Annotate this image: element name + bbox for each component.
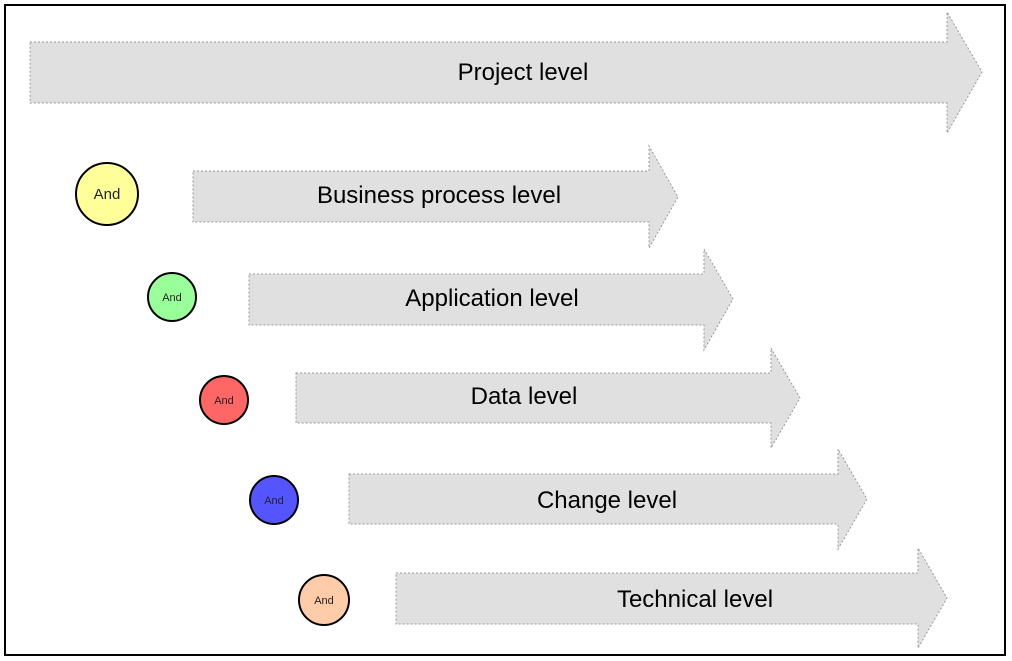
- arrow-shape: [29, 10, 983, 135]
- and-connector-change: And: [249, 475, 299, 525]
- arrow-label: Application level: [405, 285, 578, 312]
- arrow-shape: [192, 144, 679, 250]
- and-connector-circle: [147, 272, 197, 322]
- and-connector-business: And: [75, 162, 139, 226]
- arrow-label: Technical level: [617, 586, 773, 613]
- arrow-change-level: Change level: [348, 447, 868, 551]
- arrow-label: Change level: [537, 487, 677, 514]
- arrow-label: Project level: [458, 59, 589, 86]
- arrow-shape: [248, 247, 734, 352]
- and-connector-label: And: [264, 495, 284, 507]
- arrow-technical-level: Technical level: [395, 546, 948, 650]
- and-connector-circle: [298, 574, 350, 626]
- and-connector-label: And: [94, 186, 121, 203]
- and-connector-application: And: [147, 272, 197, 322]
- arrow-project-level: Project level: [29, 10, 983, 135]
- arrow-shape: [348, 447, 868, 551]
- and-connector-label: And: [214, 395, 234, 407]
- arrow-shape: [295, 346, 801, 450]
- and-connector-label: And: [162, 292, 182, 304]
- and-connector-circle: [249, 475, 299, 525]
- and-connector-data: And: [199, 375, 249, 425]
- diagram-frame: [4, 4, 1006, 656]
- arrow-application-level: Application level: [248, 247, 734, 352]
- arrow-shape: [395, 546, 948, 650]
- arrow-label: Data level: [471, 383, 578, 410]
- arrow-label: Business process level: [317, 182, 561, 209]
- arrow-data-level: Data level: [295, 346, 801, 450]
- and-connector-circle: [199, 375, 249, 425]
- and-connector-circle: [75, 162, 139, 226]
- arrow-business-process-level: Business process level: [192, 144, 679, 250]
- and-connector-technical: And: [298, 574, 350, 626]
- and-connector-label: And: [314, 595, 334, 607]
